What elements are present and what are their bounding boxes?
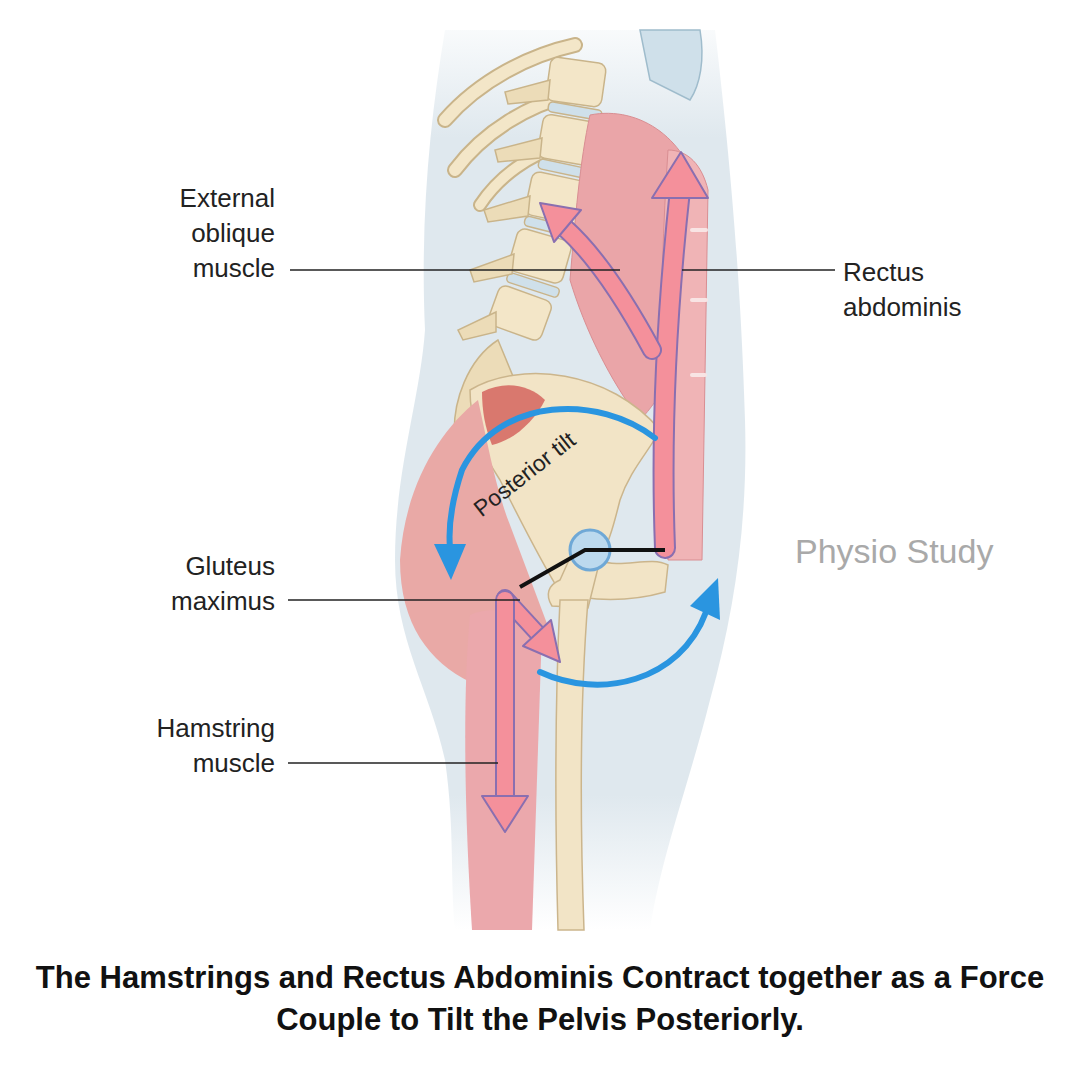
leader-lines [288, 270, 835, 763]
leader-line [288, 599, 520, 601]
costal-cartilage [640, 30, 702, 100]
caption: The Hamstrings and Rectus Abdominis Cont… [35, 957, 1045, 1041]
tendinous-intersections [692, 230, 706, 375]
spinous-process [470, 254, 514, 282]
arrow-head [482, 796, 528, 832]
muscle-label: Hamstring muscle [125, 711, 275, 781]
hamstring-force-arrow [497, 600, 513, 800]
oblique-force-arrow [565, 228, 652, 350]
watermark: Physio Study [795, 528, 993, 574]
spinous-process [495, 138, 542, 162]
intersection [692, 228, 706, 232]
femur-shaft [556, 600, 588, 930]
arrow-head [523, 620, 560, 662]
arrow-head [652, 152, 708, 198]
blue-arrow-heads [434, 544, 720, 620]
muscle-force-arrows [505, 190, 680, 800]
posterior-tilt-arc [450, 409, 656, 548]
intersection [692, 373, 705, 377]
muscle-label: Gluteus maximus [135, 549, 275, 619]
spinous-process [484, 196, 530, 222]
muscle-label: Rectus abdominis [843, 255, 1008, 325]
oblique-force-arrow [565, 228, 652, 350]
spinous-process [505, 80, 550, 104]
vertebra [545, 56, 607, 107]
leader-line [682, 269, 835, 271]
femur-rotation-arc [540, 612, 706, 685]
arrow-head [690, 578, 720, 620]
arrow-head [540, 203, 581, 242]
arrow-head [434, 544, 466, 580]
hamstring-force-arrow [495, 600, 515, 800]
rectus-force-arrow [663, 190, 680, 548]
body-silhouette [395, 30, 745, 930]
rectus-abdominis-muscle [661, 150, 708, 560]
leader-line [290, 269, 620, 271]
rectus-force-arrow [663, 190, 680, 548]
spinous-process [458, 312, 496, 340]
muscle-label: External oblique muscle [135, 181, 275, 286]
intersection [692, 298, 706, 302]
leader-line [288, 762, 498, 764]
rotation-arcs [450, 409, 707, 685]
lever-line [520, 550, 665, 587]
